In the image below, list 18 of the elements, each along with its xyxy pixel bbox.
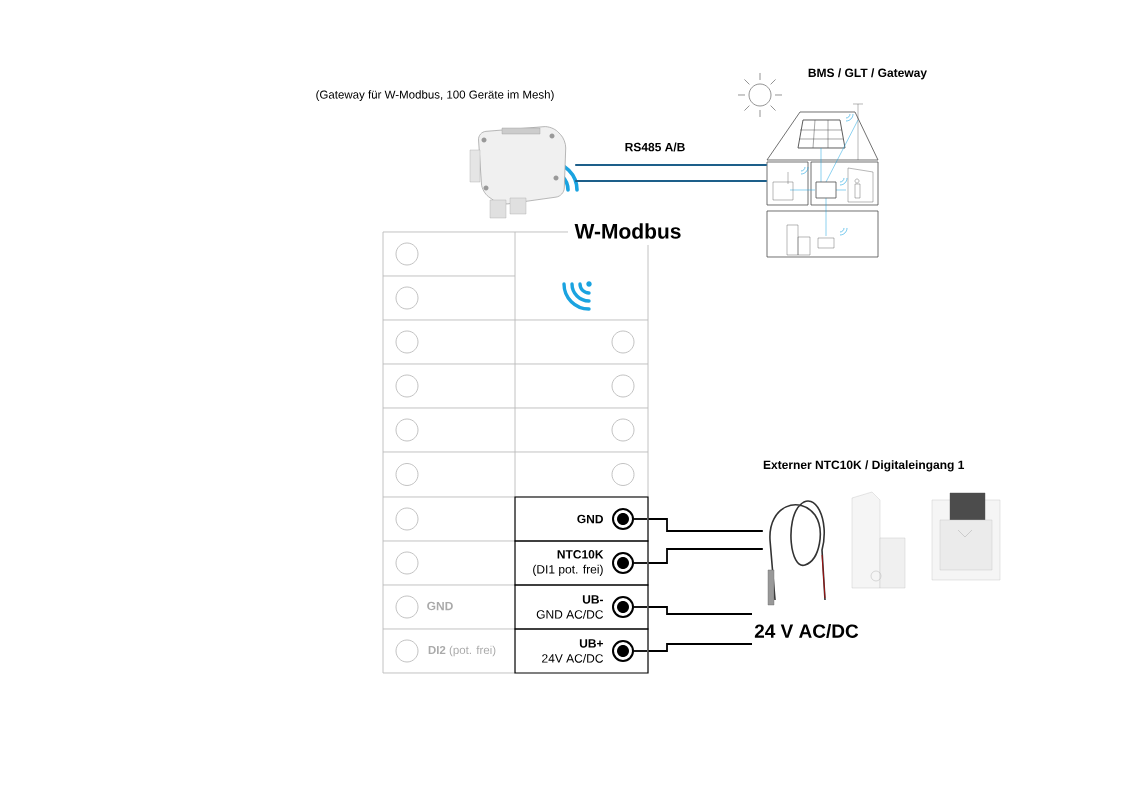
bus-line xyxy=(574,164,768,166)
terminal-cell: NTC10K (DI1 pot. frei) xyxy=(514,540,649,586)
protocol-label: W-Modbus xyxy=(574,223,681,239)
terminal-label: DI2 (pot. frei) xyxy=(428,645,496,657)
terminal-cell: UB- GND AC/DC xyxy=(514,584,649,630)
terminal-cell: UB+ 24V AC/DC xyxy=(514,628,649,674)
device-caption: (Gateway für W-Modbus, 100 Geräte im Mesh) xyxy=(316,90,554,101)
device-caption: Externer NTC10K / Digitaleingang 1 xyxy=(763,460,965,472)
wire xyxy=(647,643,753,652)
wire xyxy=(647,606,753,615)
bus-line xyxy=(574,180,768,182)
wire xyxy=(647,548,764,564)
voltage-label: 24 V AC/DC xyxy=(754,623,859,639)
terminal-label: GND xyxy=(427,601,453,611)
wire xyxy=(647,518,764,532)
terminal-cell: GND xyxy=(514,496,649,542)
device-caption: BMS / GLT / Gateway xyxy=(808,68,927,80)
edge-label: RS485 A/B xyxy=(623,141,687,153)
